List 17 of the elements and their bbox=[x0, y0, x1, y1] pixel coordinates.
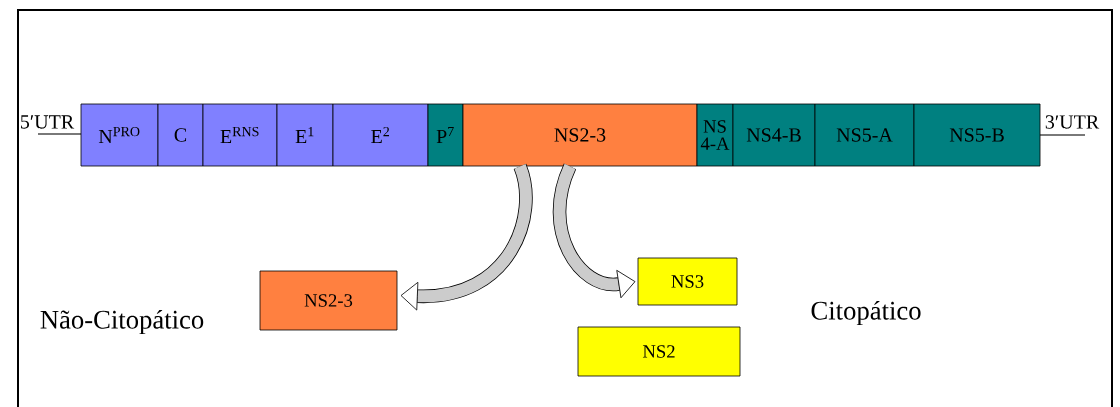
phenotype-label: Citopático bbox=[811, 300, 921, 326]
genome-segment: E$^{1}$ bbox=[276, 103, 334, 167]
curved-arrow bbox=[552, 163, 636, 299]
genome-segment: NS2-3 bbox=[462, 103, 698, 167]
genome-segment: P$^{7}$ bbox=[427, 103, 464, 167]
protein-box: NS2-3 bbox=[259, 270, 398, 331]
genome-segment: N$^{PRO}$ bbox=[80, 103, 159, 167]
genome-segment: NS 4-A bbox=[696, 103, 734, 167]
genome-segment: E$^{RNS}$ bbox=[202, 103, 278, 167]
protein-box: NS3 bbox=[637, 257, 738, 306]
genome-segment: C bbox=[157, 103, 204, 167]
genome-segment: NS5-B bbox=[913, 103, 1041, 167]
phenotype-label: Não-Citopático bbox=[40, 309, 204, 335]
protein-box: NS2 bbox=[577, 326, 741, 377]
genome-segment: E$^{2}$ bbox=[332, 103, 429, 167]
genome-segment: NS5-A bbox=[814, 103, 915, 167]
curved-arrow bbox=[400, 164, 533, 311]
